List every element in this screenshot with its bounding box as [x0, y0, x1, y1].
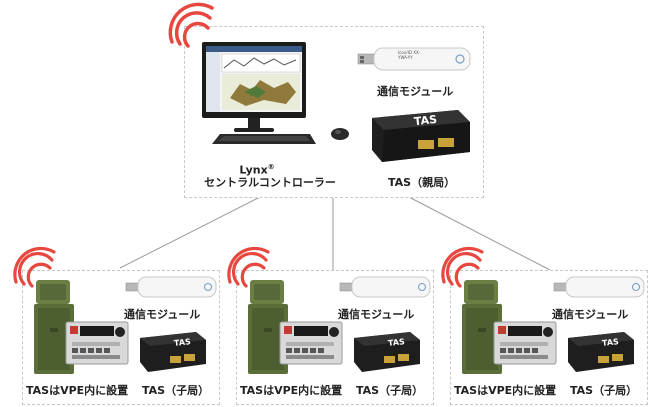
- vpe-enclosure-icon: [34, 280, 74, 374]
- mouse-icon: [331, 128, 349, 140]
- vpe-enclosure-icon: [248, 280, 288, 374]
- top-usb-stick-text: Icon/ID XX-YWA-YY: [398, 50, 420, 60]
- usb-module-icon: [339, 276, 431, 298]
- signal-waves-icon: [168, 2, 214, 48]
- top-tas-device-icon: [372, 110, 470, 162]
- lynx-registered-mark: ®: [267, 163, 275, 171]
- tas-logo: TAS: [601, 337, 620, 348]
- signal-waves-icon: [441, 246, 484, 288]
- tas-label: TAS（子局）: [570, 384, 638, 397]
- tas-logo: TAS: [173, 337, 192, 348]
- signal-waves-icon: [227, 246, 270, 288]
- top-usb-module-icon: [357, 47, 471, 71]
- usb-module-icon: [125, 276, 217, 298]
- connection-line-right: [406, 195, 551, 271]
- controller-panel-icon: [65, 321, 129, 365]
- vpe-label: TASはVPE内に設置: [26, 384, 129, 397]
- tas-child-device-icon: [354, 332, 420, 372]
- usb-module-icon: [553, 276, 645, 298]
- vpe-label: TASはVPE内に設置: [454, 384, 557, 397]
- controller-panel-icon: [279, 321, 343, 365]
- tas-label: TAS（子局）: [142, 384, 210, 397]
- controller-label: セントラルコントローラー: [204, 176, 336, 189]
- tas-child-device-icon: [140, 332, 206, 372]
- tas-logo: TAS: [387, 337, 406, 348]
- lynx-text: Lynx: [239, 163, 268, 177]
- vpe-enclosure-icon: [462, 280, 502, 374]
- module-label: 通信モジュール: [124, 308, 201, 321]
- tas-label: TAS（子局）: [356, 384, 424, 397]
- connection-line-left: [119, 195, 263, 269]
- vpe-label: TASはVPE内に設置: [240, 384, 343, 397]
- controller-panel-icon: [493, 321, 557, 365]
- lynx-label: Lynx®: [222, 161, 292, 177]
- top-tas-label: TAS（親局）: [388, 176, 456, 189]
- tas-child-device-icon: [568, 332, 634, 372]
- central-controller-pc-icon: [202, 42, 316, 144]
- top-tas-logo: TAS: [413, 112, 438, 129]
- signal-waves-icon: [13, 246, 56, 288]
- top-module-label: 通信モジュール: [377, 85, 454, 98]
- module-label: 通信モジュール: [338, 308, 415, 321]
- module-label: 通信モジュール: [552, 308, 629, 321]
